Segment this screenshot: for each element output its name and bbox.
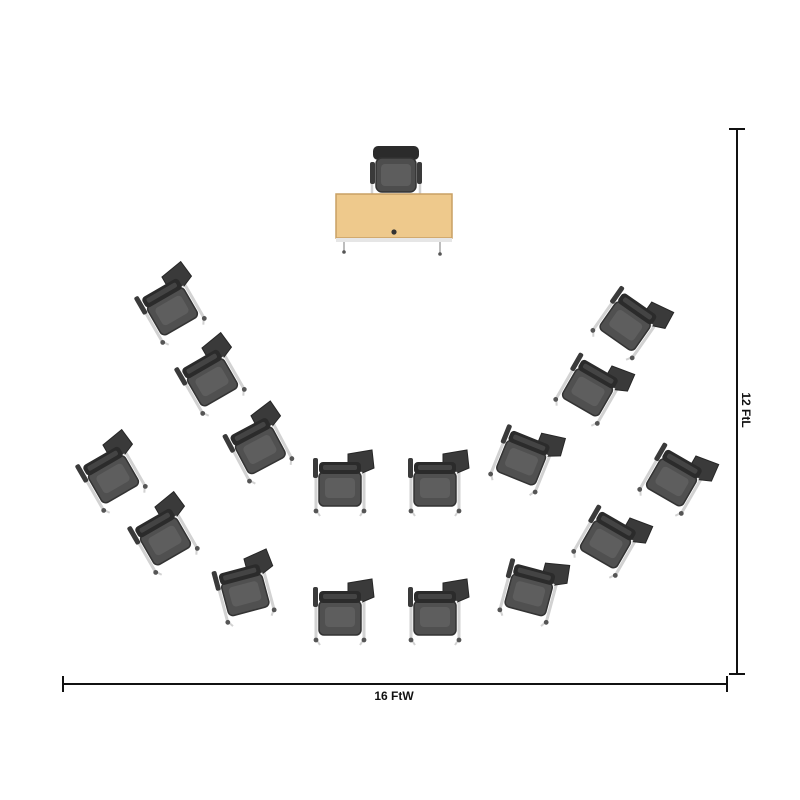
student-chair-inner-front-2: [406, 448, 471, 518]
student-chair-outer-left-1: [127, 258, 218, 351]
student-chair-outer-right-2: [632, 433, 723, 525]
student-chair-outer-front-1: [311, 577, 376, 647]
length-dimension-line: [729, 128, 745, 675]
student-chair-inner-right-3: [493, 548, 574, 632]
width-dimension-label: 16 FtW: [374, 689, 414, 703]
width-dimension-line: [62, 676, 728, 692]
student-chair-outer-right-1: [585, 276, 678, 370]
student-chair-inner-left-1: [167, 329, 258, 422]
instructor-chair: [368, 144, 424, 200]
length-dimension-label: 12 FtL: [739, 392, 753, 427]
student-chair-outer-left-3: [120, 488, 211, 581]
student-chair-outer-front-2: [406, 577, 471, 647]
student-chair-inner-right-1: [483, 414, 570, 503]
student-chair-inner-front-1: [311, 448, 376, 518]
student-chair-inner-left-3: [207, 546, 288, 630]
student-chair-outer-right-3: [566, 495, 657, 587]
student-chair-outer-left-2: [68, 426, 159, 519]
instructor-desk: [335, 193, 453, 256]
student-chair-inner-left-2: [218, 400, 303, 487]
student-chair-inner-right-2: [548, 343, 639, 435]
